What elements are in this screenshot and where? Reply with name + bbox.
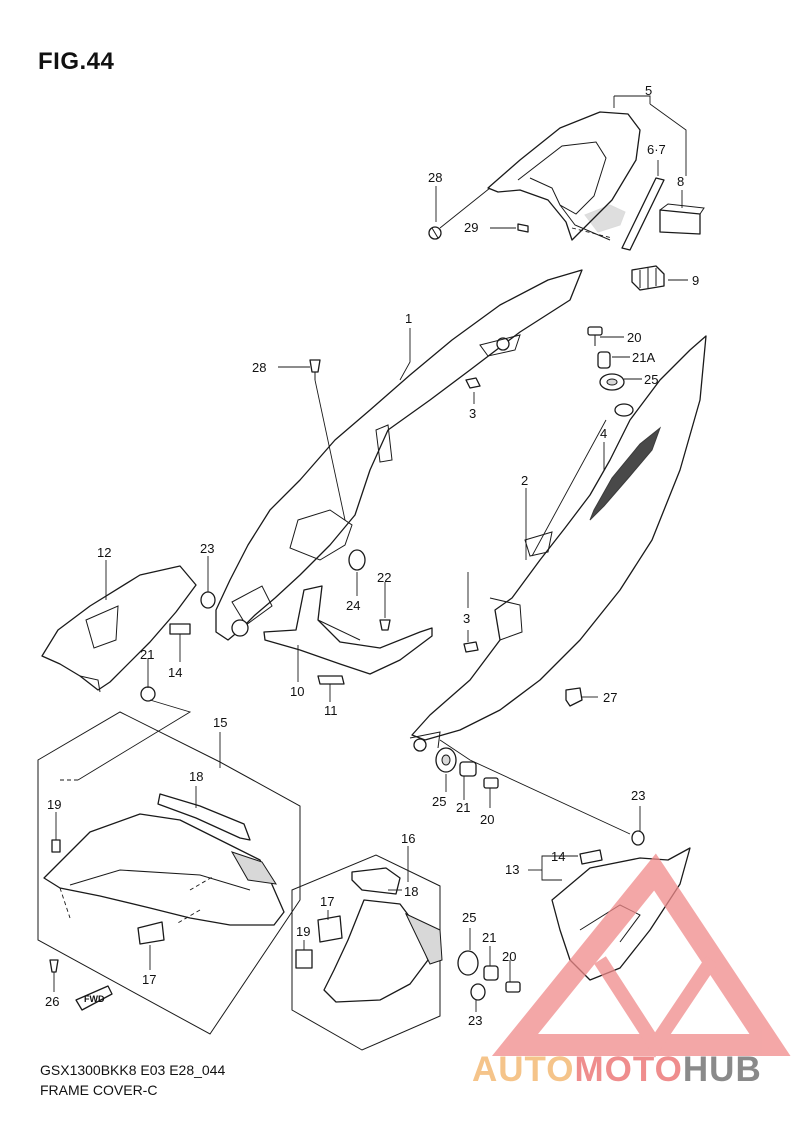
callout-22: 22	[377, 570, 391, 585]
tab-3-upper	[465, 377, 481, 389]
collar-23-left	[200, 591, 216, 609]
diagram-name: FRAME COVER-C	[40, 1082, 158, 1098]
mount-hole	[614, 403, 634, 417]
trim-strip-part-6-7	[621, 177, 665, 251]
callout-3-upper: 3	[469, 406, 476, 421]
pad-part-11	[317, 675, 345, 685]
callout-17-left: 17	[142, 972, 156, 987]
watermark-hub: HUB	[682, 1050, 762, 1089]
model-code: GSX1300BKK8 E03 E28_044	[40, 1062, 226, 1078]
callout-25-lower: 25	[462, 910, 476, 925]
assembly-box-15: FWD	[37, 711, 301, 1035]
grommet-24	[348, 549, 366, 571]
callout-20-lower: 20	[502, 949, 516, 964]
callout-21-lower: 21	[482, 930, 496, 945]
callout-5: 5	[645, 83, 652, 98]
collar-23-lower	[470, 983, 486, 1001]
grommet-25-mid	[435, 747, 457, 773]
callout-23-right: 23	[631, 788, 645, 803]
side-cover-part-2	[409, 335, 707, 752]
callout-19-left: 19	[47, 797, 61, 812]
callout-13: 13	[505, 862, 519, 877]
callout-15: 15	[213, 715, 227, 730]
callout-19-right: 19	[296, 924, 310, 939]
callout-27: 27	[603, 690, 617, 705]
bracket-part-10	[263, 585, 433, 675]
callout-12: 12	[97, 545, 111, 560]
tab-3-lower	[463, 641, 479, 653]
rivet-28-left	[309, 359, 321, 380]
collar-21A	[597, 351, 611, 369]
callout-14-left: 14	[168, 665, 182, 680]
callout-28-top: 28	[428, 170, 442, 185]
callout-8: 8	[677, 174, 684, 189]
watermark-moto: MOTO	[574, 1050, 683, 1089]
callout-25-mid: 25	[432, 794, 446, 809]
callout-numbers: 5 6·7 8 28 29 9 1 20 21A 25 28 3 4 2 12 …	[45, 83, 699, 1028]
screw-29	[517, 223, 529, 233]
callout-4: 4	[600, 426, 607, 441]
connector-part-9	[631, 265, 665, 291]
pad-14-right	[579, 849, 603, 865]
collar-23-right	[631, 830, 645, 846]
callout-11: 11	[324, 703, 338, 718]
collar-21-lower	[483, 965, 499, 981]
callout-17-right: 17	[320, 894, 334, 909]
callout-6-7: 6·7	[647, 142, 666, 157]
callout-26: 26	[45, 994, 59, 1009]
callout-29: 29	[464, 220, 478, 235]
collar-21-mid	[459, 761, 477, 777]
watermark-logo-icon	[491, 853, 791, 1058]
callout-16: 16	[401, 831, 415, 846]
fwd-label: FWD	[84, 994, 105, 1004]
watermark-auto: AUTO	[472, 1050, 575, 1089]
callout-18-left: 18	[189, 769, 203, 784]
callout-21A: 21A	[632, 350, 655, 365]
grommet-25-lower	[457, 950, 479, 976]
figure-title: FIG.44	[38, 48, 115, 75]
callout-9: 9	[692, 273, 699, 288]
callout-2: 2	[521, 473, 528, 488]
callout-10: 10	[290, 684, 304, 699]
seat-cowl-part-5	[487, 111, 641, 241]
screw-28-top	[428, 226, 442, 240]
bolt-20-lower	[505, 981, 521, 993]
callout-28-left: 28	[252, 360, 266, 375]
callout-3-lower: 3	[463, 611, 470, 626]
pad-14-left	[169, 623, 191, 635]
callout-24: 24	[346, 598, 360, 613]
callout-25-upper: 25	[644, 372, 658, 387]
small-cover-part-12	[41, 565, 197, 693]
assembly-box-16	[291, 854, 443, 1051]
grommet-25-upper	[599, 373, 625, 391]
callout-21-mid: 21	[456, 800, 470, 815]
bolt-20-mid	[483, 777, 499, 789]
collar-21-left	[140, 686, 156, 702]
callout-20-mid: 20	[480, 812, 494, 827]
callout-1: 1	[405, 311, 412, 326]
callout-14-right: 14	[551, 849, 565, 864]
clip-27	[565, 687, 583, 707]
callout-18-right: 18	[404, 884, 418, 899]
bolt-20-upper	[587, 326, 603, 346]
leader-lines	[53, 95, 688, 1012]
screw-22	[379, 619, 391, 631]
callout-21-left: 21	[140, 647, 154, 662]
frame-cover-part-1	[215, 269, 583, 641]
callout-23-lower: 23	[468, 1013, 482, 1028]
pad-part-8	[659, 203, 705, 235]
callout-20-upper: 20	[627, 330, 641, 345]
callout-23-left: 23	[200, 541, 214, 556]
watermark-brand: AUTOMOTOHUB	[472, 1050, 762, 1090]
